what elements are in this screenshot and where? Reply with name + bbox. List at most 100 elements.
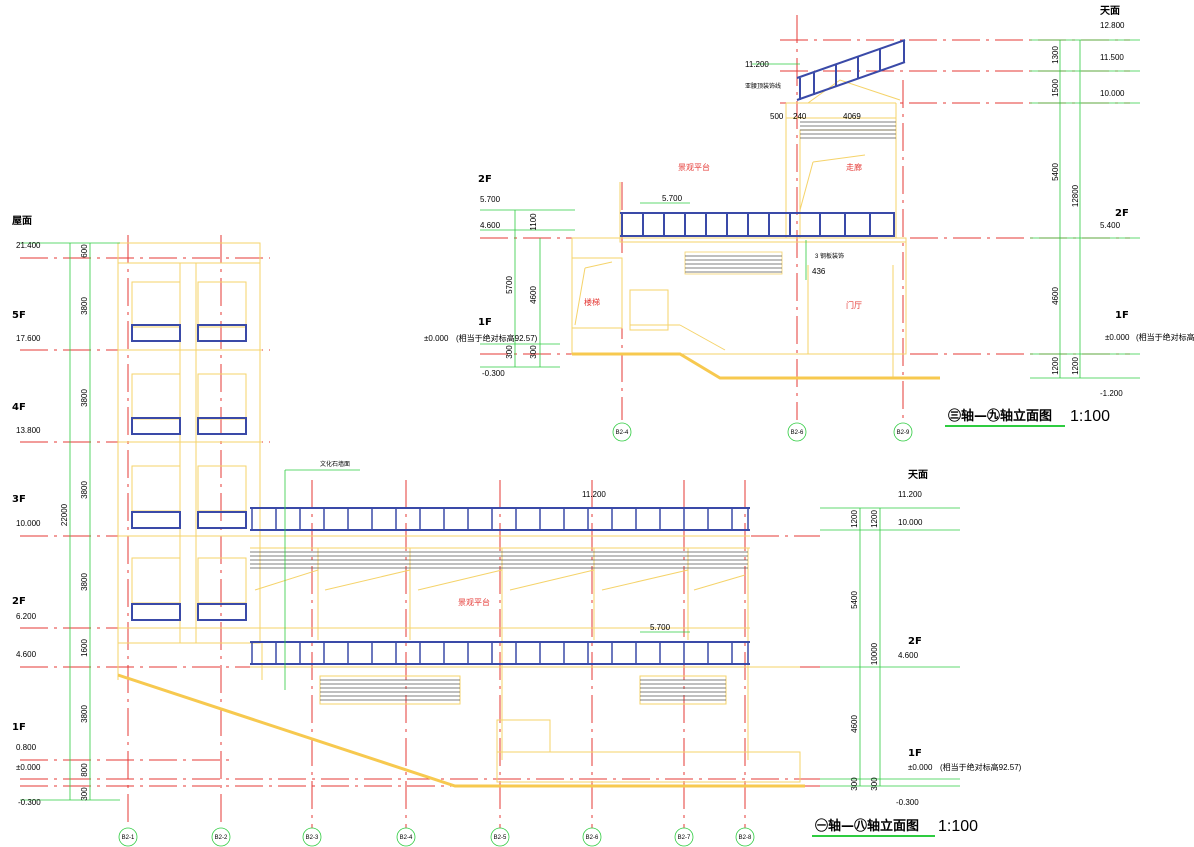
top-dimension-lines: [480, 39, 1140, 379]
bottom-axis-label: B2-1: [122, 835, 135, 841]
bottom-elevation-left: 10.000: [16, 519, 41, 528]
top-elevation-11200: 11.200: [745, 60, 769, 69]
top-elevation-left: 5.700: [480, 195, 501, 204]
top-axis-bubbles: [612, 422, 913, 442]
top-elevation-right: 5.400: [1100, 221, 1121, 230]
bottom-elevation-left: -0.300: [18, 798, 41, 807]
top-elevation-left: ±0.000: [424, 334, 449, 343]
bottom-level-label: 2F: [12, 596, 26, 607]
top-annotation-red: 楼梯: [584, 297, 600, 307]
top-dim-right: 1200: [1051, 357, 1060, 375]
bottom-dim-right: 4600: [850, 715, 859, 733]
top-drawing-scale: 1:100: [1070, 408, 1110, 425]
bottom-dim-left: 800: [80, 763, 89, 777]
bottom-level-label-right: 2F: [908, 636, 922, 647]
bottom-dim-left: 3800: [80, 389, 89, 407]
top-level-label: 2F: [478, 174, 492, 185]
top-dim-horizontal: 240: [793, 112, 807, 121]
bottom-elevation-right: ±0.000: [908, 763, 933, 772]
bottom-dim-left: 3800: [80, 705, 89, 723]
top-dim-left: 4600: [529, 286, 538, 304]
bottom-elevation-right: 10.000: [898, 518, 923, 527]
bottom-dim-left: 3800: [80, 297, 89, 315]
bottom-dim-right: 5400: [850, 591, 859, 609]
top-annotation: 436: [812, 267, 826, 276]
bottom-tower-outline: [117, 242, 263, 680]
bottom-level-label: 3F: [12, 494, 26, 505]
top-elevation-note-right: (相当于绝对标高92.57): [1136, 332, 1194, 342]
top-axis-label: B2-9: [897, 430, 910, 436]
top-elevation-right: ±0.000: [1105, 333, 1130, 342]
bottom-ground-line: [117, 673, 805, 788]
top-annotation: 3 钢板装饰: [815, 252, 844, 260]
bottom-annotation: 11.200: [582, 490, 606, 499]
top-elevation-note: (相当于绝对标高92.57): [456, 333, 538, 343]
top-level-label: 1F: [478, 317, 492, 328]
bottom-drawing-title: ㊀轴—㊇轴立面图: [815, 818, 919, 834]
top-level-lines: [480, 39, 1130, 355]
top-dim-right-total: 12800: [1071, 184, 1080, 207]
top-axis-label: B2-4: [616, 430, 629, 436]
top-dim-right-total: 1200: [1071, 357, 1080, 375]
top-elevation-right: -1.200: [1100, 389, 1123, 398]
top-elevation-left: 4.600: [480, 221, 501, 230]
top-drawing-title: ㊂轴—㊈轴立面图: [948, 408, 1052, 424]
bottom-dim-right-b: 1200: [870, 510, 879, 528]
bottom-level-label: 1F: [12, 722, 26, 733]
bottom-axis-label: B2-7: [678, 835, 691, 841]
bottom-dim-left: 600: [80, 244, 89, 258]
top-annotation-red: 门厅: [846, 300, 862, 310]
bottom-dim-right-b: 300: [870, 777, 879, 791]
bottom-dim-left: 3800: [80, 573, 89, 591]
top-elevation-left: -0.300: [482, 369, 505, 378]
top-louvres: [684, 121, 896, 275]
bottom-railings: [131, 324, 750, 665]
top-level-label: 2F: [1115, 208, 1129, 219]
bottom-axis-label: B2-2: [215, 835, 228, 841]
bottom-dim-right: 300: [850, 777, 859, 791]
bottom-elevation-left: 13.800: [16, 426, 41, 435]
top-dim-horizontal: 500: [770, 112, 784, 121]
bottom-elevation-drawing: B2-1 B2-2 B2-3 B2-4 B2-5 B2-6 B2-7 B2-8 …: [12, 215, 1022, 847]
bottom-drawing-scale: 1:100: [938, 818, 978, 835]
bottom-elevation-left: 21.400: [16, 241, 41, 250]
bottom-dimension-lines: [20, 242, 960, 801]
bottom-railing-posts: [251, 508, 749, 664]
bottom-elevation-left: 4.600: [16, 650, 37, 659]
bottom-elevation-right: 11.200: [898, 490, 922, 499]
top-annotation-red: 走廊: [846, 162, 862, 172]
bottom-elevation-right: -0.300: [896, 798, 919, 807]
bottom-dim-left: 1600: [80, 639, 89, 657]
bottom-annotation-red: 景观平台: [458, 597, 490, 607]
top-elevation-right: 12.800: [1100, 21, 1125, 30]
top-annotation-red: 景观平台: [678, 162, 710, 172]
bottom-axis-lines: [127, 235, 746, 828]
bottom-building-outline: [250, 535, 801, 783]
bottom-annotation: 5.700: [650, 623, 671, 632]
top-elevation-drawing: B2-4 B2-6 B2-9 天面 2F 2F 1F 1F 5.700 4.60…: [424, 5, 1194, 442]
bottom-louvres: [250, 551, 748, 701]
top-elevation-right: 10.000: [1100, 89, 1125, 98]
top-railing: [620, 39, 906, 237]
bottom-level-label-right: 1F: [908, 748, 922, 759]
top-ground-line: [572, 352, 940, 380]
bottom-level-label: 屋面: [12, 215, 32, 227]
top-dim-left: 300: [505, 345, 514, 359]
bottom-annotation: 文化石墙面: [320, 460, 350, 468]
bottom-level-label: 4F: [12, 402, 26, 413]
top-axis-lines: [621, 15, 904, 420]
top-axis-label: B2-6: [791, 430, 804, 436]
top-level-label: 1F: [1115, 310, 1129, 321]
bottom-elevation-left: 0.800: [16, 743, 37, 752]
top-dim-right: 1500: [1051, 79, 1060, 97]
top-annotation: 亚腰顶装饰线: [745, 82, 781, 90]
bottom-axis-label: B2-4: [400, 835, 413, 841]
bottom-level-label-right: 天面: [908, 469, 928, 481]
bottom-elevation-left: 6.200: [16, 612, 37, 621]
bottom-axis-label: B2-5: [494, 835, 507, 841]
top-dim-right: 1300: [1051, 46, 1060, 64]
top-elevation-right: 11.500: [1100, 53, 1124, 62]
bottom-axis-label: B2-8: [739, 835, 752, 841]
bottom-dim-right: 1200: [850, 510, 859, 528]
bottom-dim-left: 3800: [80, 481, 89, 499]
